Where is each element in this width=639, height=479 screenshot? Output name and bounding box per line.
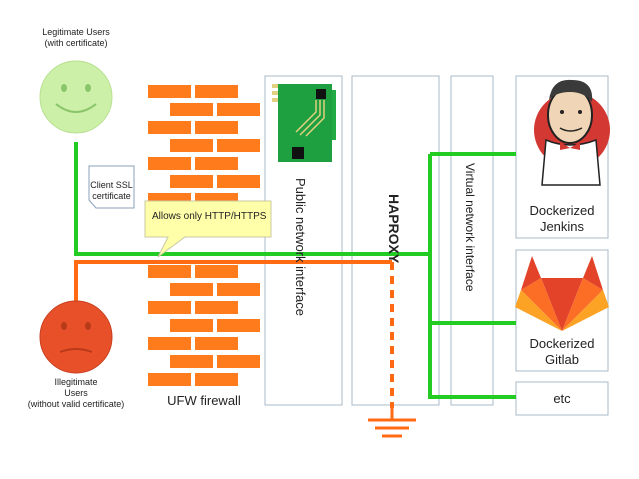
gitlab-label: Dockerized Gitlab	[516, 336, 608, 368]
virtual-nic-label: Virtual network interface	[463, 163, 477, 292]
blocked-traffic-line	[74, 260, 394, 408]
jenkins-line1: Dockerized	[529, 203, 595, 218]
haproxy-panel	[351, 75, 440, 406]
legit-users-sub: (with certificate)	[44, 38, 108, 48]
callout-text: Allows only HTTP/HTTPS	[152, 211, 267, 222]
gitlab-line2: Gitlab	[545, 352, 579, 367]
certificate-note	[88, 165, 135, 209]
jenkins-line2: Jenkins	[539, 219, 585, 234]
allowed-traffic-line	[74, 142, 516, 399]
gitlab-line1: Dockerized	[529, 336, 595, 351]
jenkins-label: Dockerized Jenkins	[516, 203, 608, 235]
illegit-users-mid: Users	[64, 388, 88, 398]
illegit-users-label: Illegitimate Users (without valid certif…	[16, 377, 136, 410]
firewall-wall	[148, 85, 260, 386]
public-nic-label: Public network interface	[293, 178, 308, 317]
happy-smiley-icon	[39, 60, 113, 134]
illegit-users-title: Illegitimate	[54, 377, 98, 387]
virtual-nic-panel	[450, 75, 494, 406]
firewall-callout	[144, 200, 272, 258]
firewall-label: UFW firewall	[167, 393, 241, 408]
etc-label: etc	[553, 391, 571, 406]
ground-symbol-icon	[368, 408, 416, 438]
illegit-users-sub: (without valid certificate)	[27, 399, 125, 409]
gitlab-fox-icon	[515, 256, 609, 331]
network-card-icon	[272, 84, 336, 162]
legit-users-title: Legitimate Users	[42, 27, 110, 37]
legit-users-label: Legitimate Users (with certificate)	[26, 27, 126, 49]
haproxy-label: HAPROXY	[386, 194, 402, 264]
sad-smiley-icon	[39, 300, 113, 374]
jenkins-butler-icon	[534, 79, 610, 186]
certificate-line1: Client SSL	[90, 180, 133, 190]
certificate-label: Client SSL certificate	[89, 180, 134, 202]
certificate-line2: certificate	[92, 191, 131, 201]
